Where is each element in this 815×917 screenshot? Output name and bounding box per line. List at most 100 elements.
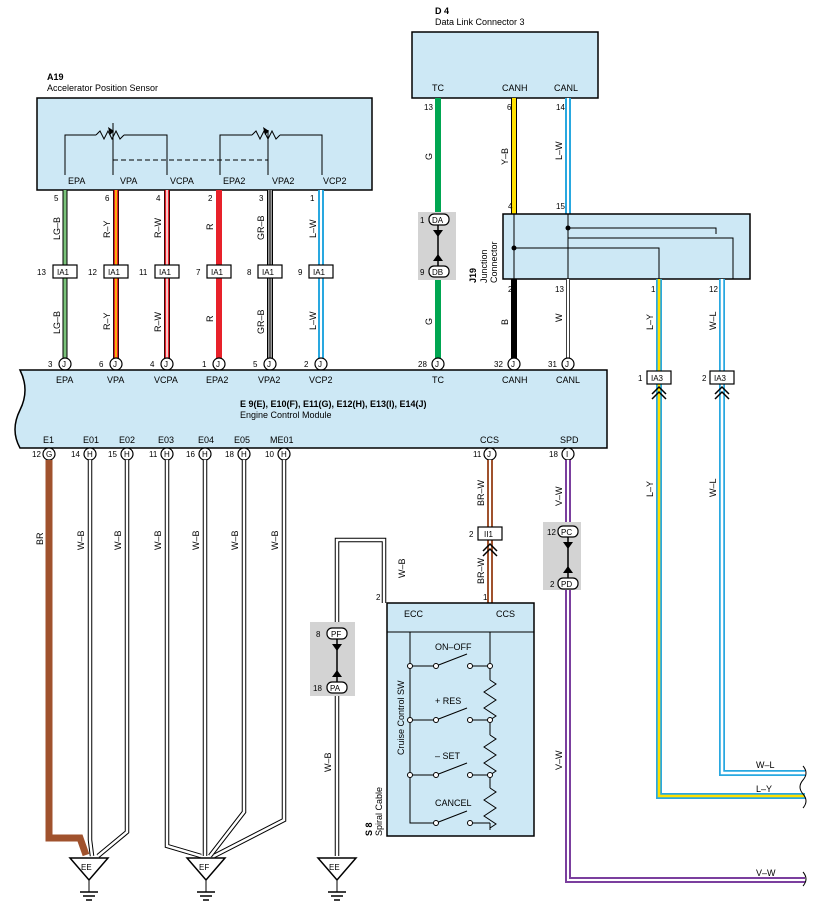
svg-text:VPA2: VPA2 (258, 375, 280, 385)
ccs-label-2: BR–W (476, 557, 486, 584)
spd-label-1: V–W (554, 486, 564, 506)
svg-text:16: 16 (186, 450, 195, 459)
dlc-name: Data Link Connector 3 (435, 17, 525, 27)
svg-text:R: R (205, 315, 215, 322)
svg-text:GR–B: GR–B (256, 215, 266, 240)
svg-text:R–W: R–W (153, 311, 163, 332)
dlc-pin-14: 14 (556, 103, 565, 112)
ii1-connector: II1 2 (469, 526, 503, 557)
ccs-label-1: BR–W (476, 479, 486, 506)
svg-text:IA1: IA1 (57, 268, 70, 277)
switch-set: – SET (435, 751, 461, 761)
dlc-code: D 4 (435, 6, 449, 16)
aps-term-vpa: VPA (120, 176, 137, 186)
spiral-pin-1: 1 (483, 593, 488, 602)
svg-text:3: 3 (48, 360, 53, 369)
svg-text:12: 12 (547, 528, 556, 537)
svg-text:E03: E03 (158, 435, 174, 445)
svg-text:10: 10 (265, 450, 274, 459)
j19-pin-4: 4 (508, 202, 513, 211)
svg-text:R–Y: R–Y (102, 312, 112, 330)
svg-text:11: 11 (473, 450, 482, 459)
svg-text:J: J (565, 360, 569, 369)
aps-box (36, 97, 373, 191)
pc-pd-connector: PC 12 PD 2 (547, 525, 579, 590)
svg-text:IA1: IA1 (262, 268, 275, 277)
j19-node-a (511, 245, 517, 251)
svg-text:9: 9 (420, 268, 425, 277)
svg-text:E01: E01 (83, 435, 99, 445)
br-wire (45, 460, 90, 857)
svg-text:6: 6 (99, 360, 104, 369)
dlc-pin-6: 6 (507, 103, 512, 112)
ground-ee-right: EE (316, 857, 358, 901)
svg-text:J: J (216, 360, 220, 369)
j19-box (502, 213, 751, 280)
aps-term-epa2: EPA2 (223, 176, 245, 186)
svg-text:3: 3 (259, 194, 264, 203)
aps-wire-labels-lower: LG–B R–Y R–W R GR–B L–W (52, 309, 318, 334)
wire-break-marks (799, 765, 807, 887)
j19-name-2: Connector (489, 241, 499, 283)
cruise-sw-label: Cruise Control SW (396, 680, 406, 755)
svg-text:H: H (124, 450, 130, 459)
svg-text:12: 12 (88, 268, 97, 277)
svg-text:ME01: ME01 (270, 435, 294, 445)
svg-text:8: 8 (247, 268, 252, 277)
svg-text:18: 18 (225, 450, 234, 459)
svg-text:DB: DB (432, 268, 443, 277)
wl-label-1: W–L (708, 311, 718, 330)
aps-term-epa: EPA (68, 176, 85, 186)
aps-pin-numbers: 5 6 4 2 3 1 (54, 194, 315, 203)
ecm-top-labels: EPA VPA VCPA EPA2 VPA2 VCP2 TC CANH CANL (56, 375, 580, 385)
svg-text:W–B: W–B (113, 530, 123, 550)
svg-text:IA1: IA1 (313, 268, 326, 277)
svg-text:CANL: CANL (556, 375, 580, 385)
svg-text:J: J (113, 360, 117, 369)
wb-ground-wires (87, 460, 287, 859)
svg-text:I: I (566, 450, 568, 459)
svg-text:W–B: W–B (153, 530, 163, 550)
j19-pin-2: 2 (508, 285, 513, 294)
dlc-box (411, 31, 599, 99)
spiral-code: S 8 (364, 822, 374, 836)
br-label: BR (35, 532, 45, 545)
aps-wiper-arrows (108, 127, 269, 135)
pf-pa-connector: PF 8 PA 18 (313, 627, 348, 694)
ly-label-right: L–Y (756, 784, 772, 794)
svg-text:PD: PD (561, 580, 572, 589)
svg-text:W–B: W–B (230, 530, 240, 550)
svg-text:EPA: EPA (56, 375, 73, 385)
ecm-name: Engine Control Module (240, 410, 332, 420)
svg-text:31: 31 (548, 360, 557, 369)
svg-text:EF: EF (199, 863, 209, 872)
ly-wire (656, 279, 805, 799)
ecm-bottom-labels: E1 E01 E02 E03 E04 E05 ME01 CCS SPD (43, 435, 579, 445)
j19-code: J19 (468, 268, 478, 283)
svg-text:SPD: SPD (560, 435, 579, 445)
svg-text:IA3: IA3 (714, 374, 727, 383)
dlc-term-canh: CANH (502, 83, 528, 93)
svg-text:PA: PA (330, 684, 341, 693)
switch-res: + RES (435, 696, 461, 706)
svg-text:CCS: CCS (480, 435, 499, 445)
ia1-connectors: IA1 IA1 IA1 IA1 IA1 IA1 13 12 11 7 8 9 (37, 264, 334, 279)
svg-text:EE: EE (81, 863, 92, 872)
svg-text:VCPA: VCPA (154, 375, 178, 385)
ground-ee-left: EE (68, 857, 110, 901)
svg-text:W–B: W–B (76, 530, 86, 550)
svg-text:J: J (511, 360, 515, 369)
svg-text:32: 32 (494, 360, 503, 369)
svg-text:VCP2: VCP2 (309, 375, 333, 385)
aps-internal-circuit (64, 123, 323, 175)
ecm-bottom-pins: G12 H14 H15 H11 H16 H18 H10 J11 I18 (32, 447, 575, 461)
wl-wire (719, 279, 805, 776)
aps-name: Accelerator Position Sensor (47, 83, 158, 93)
svg-text:H: H (164, 450, 170, 459)
svg-text:H: H (202, 450, 208, 459)
dlc-pin-13: 13 (424, 103, 433, 112)
svg-text:9: 9 (298, 268, 303, 277)
svg-text:J: J (318, 360, 322, 369)
svg-text:L–W: L–W (308, 219, 318, 238)
svg-text:EE: EE (329, 863, 340, 872)
